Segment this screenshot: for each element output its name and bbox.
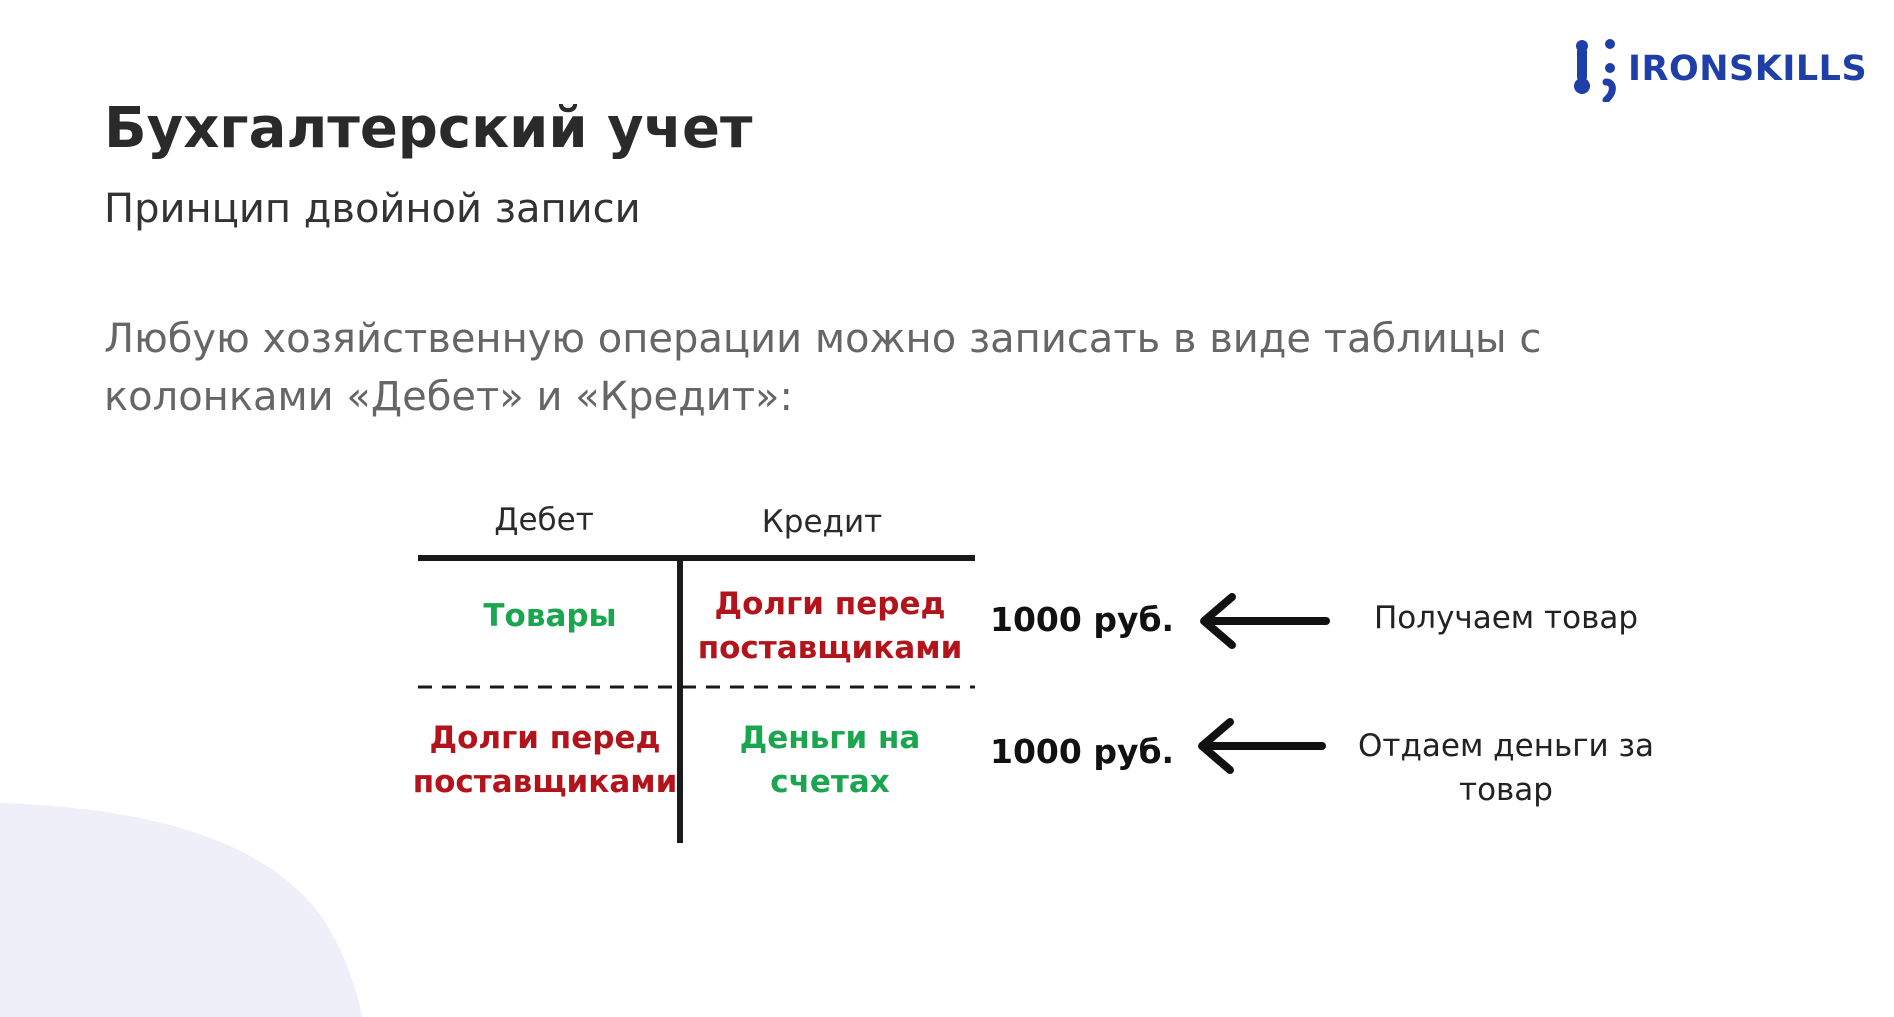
slide-title: Бухгалтерский учет: [104, 96, 753, 161]
intro-text: Любую хозяйственную операции можно запис…: [104, 316, 1542, 420]
row-2-credit-line-2: счетах: [770, 764, 890, 800]
row-1-debit: Товары: [445, 594, 655, 638]
logo-text: IRONSKILLS: [1628, 49, 1868, 89]
debit-header: Дебет: [494, 502, 594, 538]
row-2-debit-line-1: Долги перед: [429, 720, 661, 756]
row-1-credit-line-1: Долги перед: [714, 586, 946, 622]
row-1-credit-line-2: поставщиками: [697, 630, 963, 666]
row-2-credit-line-1: Деньги на: [739, 720, 921, 756]
row-1-amount: 1000 руб.: [990, 600, 1175, 639]
row-2-amount: 1000 руб.: [990, 732, 1175, 771]
slide-subtitle: Принцип двойной записи: [104, 186, 641, 232]
ironskills-logo-icon: [1574, 39, 1616, 102]
ironskills-logo: IRONSKILLS: [1570, 34, 1867, 104]
row-1-note-line-1: Получаем товар: [1373, 600, 1639, 636]
row-2-credit: Деньги на счетах: [700, 716, 960, 804]
arrow-left-icon: [1200, 593, 1330, 649]
arrow-left-icon: [1198, 718, 1326, 774]
credit-header: Кредит: [761, 504, 883, 540]
row-2-note: Отдаем деньги за товар: [1336, 724, 1676, 812]
row-2-note-line-2: товар: [1459, 772, 1553, 808]
row-2-debit-line-2: поставщиками: [412, 764, 678, 800]
row-1-debit-line-1: Товары: [483, 598, 617, 634]
row-1-note: Получаем товар: [1336, 596, 1676, 640]
row-2-note-line-1: Отдаем деньги за: [1357, 728, 1654, 764]
row-2-debit: Долги перед поставщиками: [404, 716, 686, 804]
row-1-credit: Долги перед поставщиками: [690, 582, 970, 670]
